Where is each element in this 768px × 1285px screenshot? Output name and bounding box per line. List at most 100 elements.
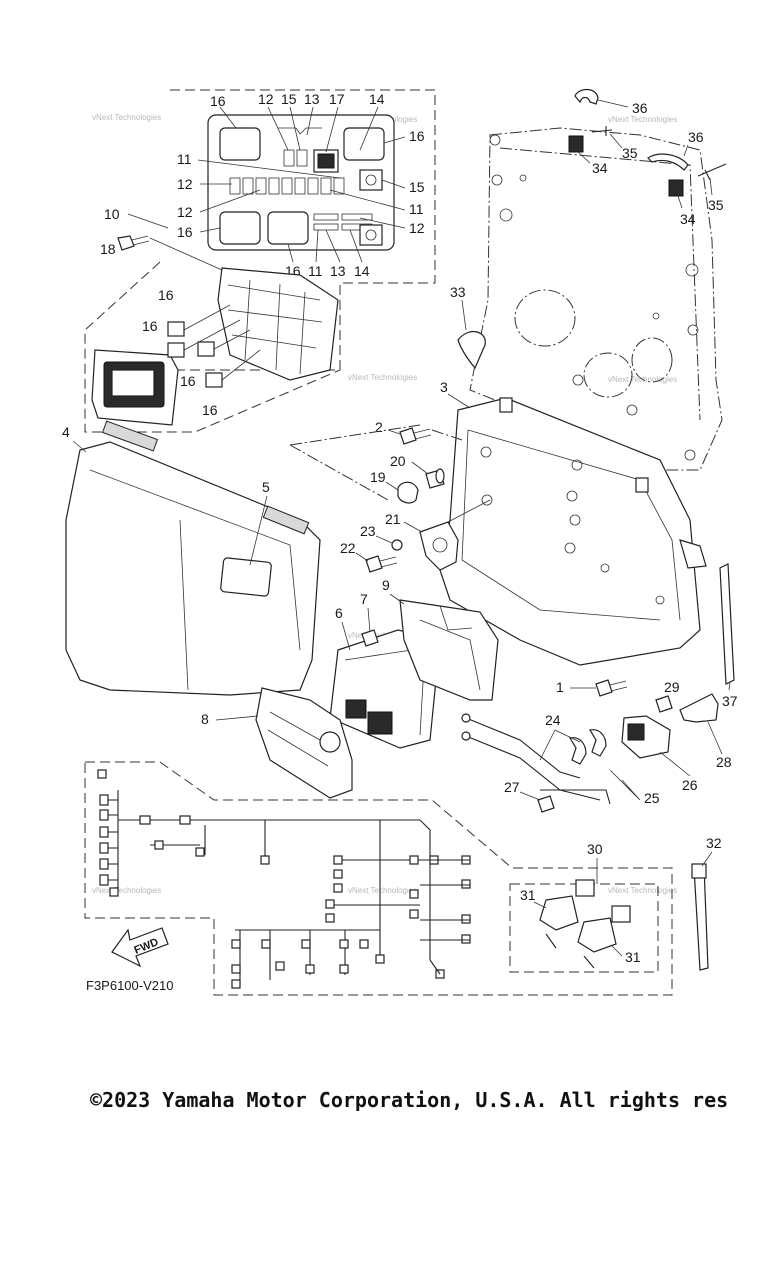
callout-34b: 34 bbox=[680, 211, 696, 227]
callout-3: 3 bbox=[440, 379, 448, 395]
harness-dashed-frame bbox=[84, 761, 673, 996]
mount-plate-inner bbox=[499, 147, 701, 421]
watermark-11: vNext Technologies bbox=[608, 886, 677, 895]
callout-36b: 36 bbox=[688, 129, 704, 145]
terminal-screw-1 bbox=[365, 174, 377, 186]
fb-label-12d: 12 bbox=[409, 220, 425, 236]
callout-37: 37 bbox=[722, 693, 738, 709]
cable-tie-36a bbox=[574, 88, 599, 105]
callout-4: 4 bbox=[62, 424, 70, 440]
decal-5 bbox=[220, 557, 272, 597]
relay-26-connector bbox=[627, 723, 645, 741]
callout-31b: 31 bbox=[625, 949, 641, 965]
terminal-cap-2 bbox=[569, 737, 587, 765]
relay-slot-4 bbox=[343, 127, 385, 161]
watermark-4: vNext Technologies bbox=[348, 373, 417, 382]
callout-19: 19 bbox=[370, 469, 386, 485]
grommet-33 bbox=[457, 330, 486, 370]
relay-small-4 bbox=[205, 372, 223, 388]
fb-label-16a: 16 bbox=[210, 93, 226, 109]
pin-35a bbox=[591, 126, 613, 136]
battery-cable-group: 24 25 27 bbox=[461, 712, 660, 813]
callout-34a: 34 bbox=[592, 160, 608, 176]
fb-label-13a: 13 bbox=[304, 91, 320, 107]
bracket-3: 3 bbox=[439, 379, 707, 666]
relay-dashed-frame bbox=[84, 261, 341, 433]
cable-24a bbox=[465, 717, 581, 779]
callout-21: 21 bbox=[385, 511, 401, 527]
plate-hole-3 bbox=[631, 337, 673, 383]
relay-slot-1 bbox=[219, 127, 261, 161]
callout-20: 20 bbox=[390, 453, 406, 469]
terminal-screw-2 bbox=[365, 229, 377, 241]
bracket-28 bbox=[679, 693, 719, 723]
cable-tie-36b bbox=[647, 153, 689, 171]
callout-9: 9 bbox=[382, 577, 390, 593]
callout-35b: 35 bbox=[708, 197, 724, 213]
watermark-10: vNext Technologies bbox=[348, 886, 417, 895]
plate-bolt-holes bbox=[489, 134, 699, 461]
coil-dashed-frame bbox=[509, 883, 659, 973]
coil-31b bbox=[577, 917, 617, 953]
fb-label-13b: 13 bbox=[330, 263, 346, 279]
grommet-19 bbox=[397, 481, 419, 504]
fwd-arrow: FWD bbox=[111, 927, 169, 968]
collar-20-end bbox=[435, 468, 445, 484]
fb-label-12b: 12 bbox=[177, 176, 193, 192]
fb-label-17: 17 bbox=[329, 91, 345, 107]
terminal-1 bbox=[359, 169, 383, 191]
harness-branches bbox=[150, 820, 420, 985]
fb-label-15a: 15 bbox=[281, 91, 297, 107]
coil-group: 30 31 31 bbox=[509, 841, 659, 973]
callout-26: 26 bbox=[682, 777, 698, 793]
washer-23 bbox=[391, 539, 403, 551]
bolt-22 bbox=[365, 555, 383, 573]
fuse-row bbox=[229, 149, 373, 231]
callout-10: 10 bbox=[104, 206, 120, 222]
cable-24b bbox=[465, 735, 601, 801]
callout-16-relay3: 16 bbox=[180, 373, 196, 389]
watermark-1: vNext Technologies bbox=[92, 113, 161, 122]
cover-latch-right bbox=[262, 505, 310, 535]
bolt-29 bbox=[655, 695, 673, 713]
main-fuse bbox=[317, 153, 335, 169]
fb-label-14a: 14 bbox=[369, 91, 385, 107]
callout-18: 18 bbox=[100, 241, 116, 257]
clip-34a bbox=[568, 135, 584, 153]
callout-16-relay2: 16 bbox=[142, 318, 158, 334]
callout-6: 6 bbox=[335, 605, 343, 621]
callout-23: 23 bbox=[360, 523, 376, 539]
callout-29: 29 bbox=[664, 679, 680, 695]
callout-27: 27 bbox=[504, 779, 520, 795]
fb-label-12c: 12 bbox=[177, 204, 193, 220]
watermark-9: vNext Technologies bbox=[92, 886, 161, 895]
bracket-9 bbox=[399, 599, 499, 701]
cover-latch-left bbox=[101, 420, 159, 452]
fwd-arrow-shape bbox=[111, 927, 169, 968]
bracket-edges bbox=[461, 429, 681, 621]
callout-7: 7 bbox=[360, 591, 368, 607]
housing-ribs bbox=[227, 279, 323, 375]
callout-25: 25 bbox=[644, 790, 660, 806]
callout-30: 30 bbox=[587, 841, 603, 857]
fb-label-11a: 11 bbox=[177, 151, 192, 167]
fuse-clip bbox=[278, 127, 322, 135]
relay-small-1 bbox=[167, 321, 185, 337]
callout-35a: 35 bbox=[622, 145, 638, 161]
holder-8-hole bbox=[319, 731, 341, 753]
bracket-tab-2 bbox=[635, 477, 649, 493]
cover-label bbox=[111, 369, 155, 397]
assembly-lines-1 bbox=[289, 424, 463, 501]
electrical-box-cover: 4 5 bbox=[62, 420, 321, 696]
relay-small-3 bbox=[197, 341, 215, 357]
harness-main-trunk bbox=[118, 819, 431, 960]
relay-slot-2 bbox=[219, 211, 261, 245]
harness-left-branches bbox=[108, 790, 119, 890]
pin-35b bbox=[697, 163, 727, 181]
ecm-connector-2 bbox=[367, 711, 393, 735]
fb-label-12a: 12 bbox=[258, 91, 274, 107]
callout-5: 5 bbox=[262, 479, 270, 495]
watermark-3: vNext Technologies bbox=[608, 115, 677, 124]
bolt-1 bbox=[595, 679, 613, 697]
